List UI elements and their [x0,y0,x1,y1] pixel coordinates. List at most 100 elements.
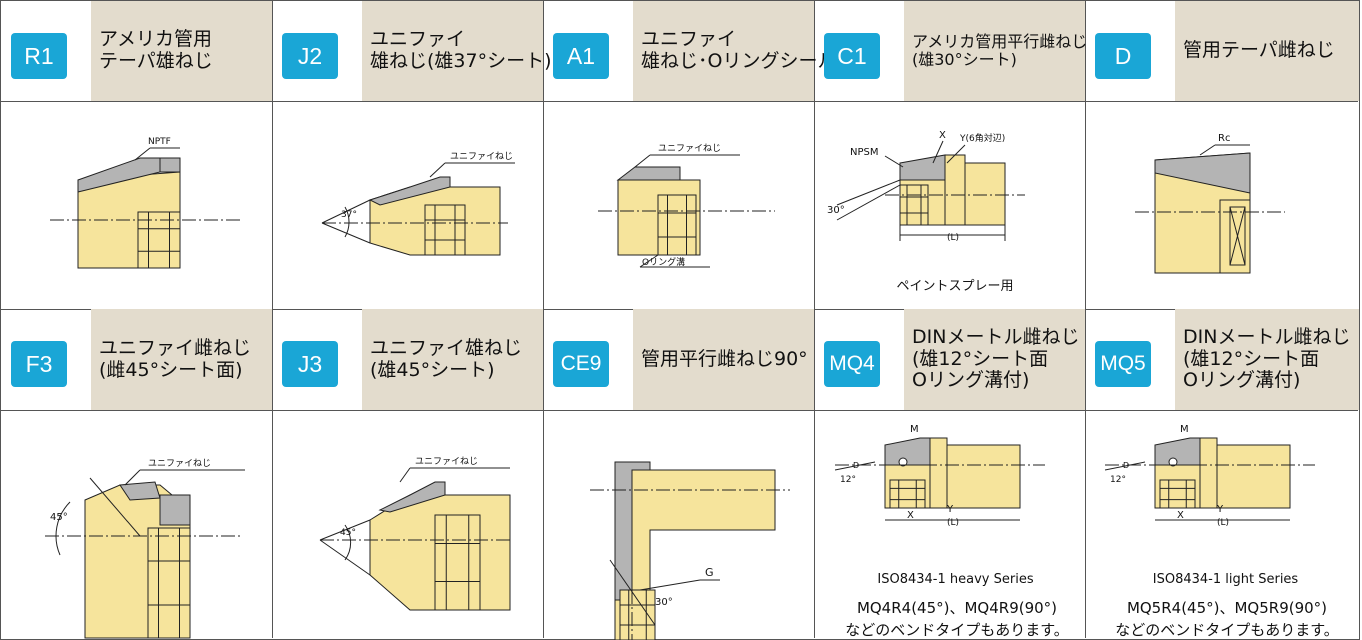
cell-title-line: テーパ雄ねじ [99,50,213,72]
angle-label: 37° [341,210,357,220]
cell-title-line: (雌45°シート面) [99,358,243,381]
cell-title-line: DINメートル雌ねじ [912,325,1080,348]
thread-label: ユニファイねじ [450,151,513,162]
j2-fitting-diagram: 37° ユニファイねじ [321,151,515,256]
cell-title-line: ユニファイ雌ねじ [99,336,252,359]
thread-label: ユニファイねじ [658,143,721,154]
cell-header [1175,1,1359,101]
angle-label: 30° [655,597,673,608]
hex-nut [424,204,466,256]
cell-title-line: ユニファイ [370,28,466,51]
series-label: ISO8434-1 heavy Series [877,572,1034,587]
hex-nut [147,527,191,639]
d-fitting-diagram: Rc [1135,133,1285,274]
table-rule [0,410,1358,411]
oring-label: Oリング溝 [642,256,685,268]
cell-title-line: (雄12°シート面 [1183,347,1320,370]
table-rule [0,101,1358,102]
note-paint-spray: ペイントスプレー用 [896,279,1014,294]
cell-title-line: ユニファイ [641,28,737,51]
cross-hatch [1229,206,1246,266]
angle-label: 45° [50,512,68,523]
thread-zone [368,176,451,206]
mq-fitting-diagram-mq5: (L)MXYD12° [1104,424,1315,528]
length-label: (L) [1217,518,1229,528]
bend-type-note: MQ4R4(45°)、MQ4R9(90°) [856,599,1058,617]
table-rule [1085,0,1086,638]
leader-line [1199,144,1216,156]
leader-line [639,254,659,268]
m-label: M [1180,424,1189,435]
y-label: Y(6角対辺) [959,132,1005,144]
cell-title-line: 雄ねじ(雄37°シート) [370,50,552,72]
cell-title-line: 管用平行雌ねじ90° [641,347,808,370]
cell-title-line: 雄ねじ･Oリングシール [641,50,837,72]
type-code-badge: CE9 [553,341,609,387]
length-label: (L) [947,518,959,528]
thread-label: G [705,566,714,579]
ce9-fitting-diagram: G 30° [590,461,790,640]
angle-leg [1104,461,1146,471]
leader-line [884,155,904,168]
leader-line [124,469,141,486]
leader-line [399,467,411,483]
type-code-badge: J2 [282,33,338,79]
leader-line [429,162,446,178]
r1-fitting-diagram: NPTF [50,137,240,269]
cell-title-line: Oリング溝付) [1183,369,1301,392]
table-rule [272,0,273,638]
thread-zone [378,481,446,513]
leader-line [634,154,651,168]
hex-nut [434,514,481,611]
table-rule [543,0,544,638]
cell-header [91,309,272,410]
type-code-badge: A1 [553,33,609,79]
cell-title-line: 管用テーパ雌ねじ [1183,39,1335,62]
bend-type-note: などのベンドタイプもあります。 [845,621,1069,639]
angle-arc [344,524,352,561]
bend-type-note: などのベンドタイプもあります。 [1115,621,1339,639]
cell-title-line: ユニファイ雄ねじ [370,336,523,359]
thread-label: ユニファイねじ [148,458,211,469]
angle-leg [321,222,371,244]
type-code-badge: J3 [282,341,338,387]
table-rule [814,0,815,638]
oring [1168,457,1178,467]
angle-leg [836,179,901,206]
angle-leg [834,461,876,471]
thread-label: ユニファイねじ [415,456,478,467]
angle-leg [319,539,371,576]
m-label: M [910,424,919,435]
cell-header [1175,309,1359,410]
type-code-badge: D [1095,33,1151,79]
fitting-sleeve [944,154,966,226]
bend-type-note: MQ5R4(45°)、MQ5R9(90°) [1126,599,1328,617]
cell-header [904,309,1085,410]
cell-title-line: アメリカ管用 [99,28,213,51]
x-label: X [939,130,946,141]
type-code-badge: R1 [11,33,67,79]
hex-nut [889,479,926,509]
type-code-badge: C1 [824,33,880,79]
thread-label: Rc [1218,133,1230,144]
angle-leg [609,559,656,626]
hex-nut [899,184,929,226]
angle-label: 12° [1110,475,1126,485]
collar [159,494,191,526]
cell-header [633,1,814,101]
leader-line [134,147,151,161]
thread-zone [616,166,681,181]
y-label: Y [946,504,954,515]
cell-header [904,1,1085,101]
cell-title-line: Oリング溝付) [912,369,1030,392]
thread-zone [899,154,951,181]
j3-fitting-diagram: 45°ユニファイねじ [319,456,512,611]
hex-nut [1159,479,1196,509]
thread-zone [1154,152,1251,194]
y-label: Y [1216,504,1224,515]
thread-label: NPTF [148,137,171,147]
angle-label: 12° [840,475,856,485]
x-label: X [907,510,914,521]
angle-leg [321,199,371,224]
